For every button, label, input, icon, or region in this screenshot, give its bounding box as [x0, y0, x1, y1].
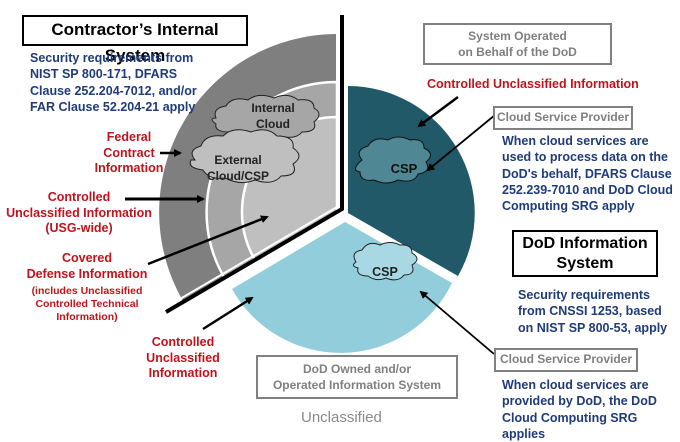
label-cdi-note: (includes Unclassified Controlled Techni…	[25, 285, 149, 324]
box-line: Operated Information System	[258, 378, 456, 394]
text-line: When cloud services are	[502, 133, 673, 149]
box-line: System Operated	[425, 29, 610, 45]
cloud-internal-label-1: Internal	[251, 101, 294, 115]
classification-marking: Unclassified	[301, 409, 382, 426]
csp-box-dod: Cloud Service Provider	[494, 348, 638, 372]
cloud-csp-dod: CSP	[353, 243, 417, 280]
requirement-line: Clause 252.204-7012, and/or	[30, 83, 197, 99]
label-line: Contract	[90, 146, 168, 162]
label-federal-contract-information: Federal Contract Information	[90, 130, 168, 177]
label-line: Information	[116, 366, 250, 382]
text-line: from CNSSI 1253, based	[518, 303, 667, 319]
text-line: Security requirements	[518, 287, 667, 303]
csp-operated-description: When cloud services are used to process …	[502, 133, 673, 214]
text-line: provided by DoD, the DoD	[502, 393, 680, 409]
label-line: Controlled Technical	[25, 298, 149, 311]
text-line: on NIST SP 800-53, apply	[518, 320, 667, 336]
cloud-external-label-1: External	[214, 153, 261, 167]
text-line: 252.239-7010 and DoD Cloud	[502, 182, 673, 198]
contractor-title-box: Contractor’s Internal System	[22, 15, 248, 46]
requirement-line: NIST SP 800-171, DFARS	[30, 66, 197, 82]
operated-on-behalf-box: System Operated on Behalf of the DoD	[423, 23, 612, 65]
label-line: Unclassified Information	[6, 206, 152, 222]
arrow-cui-dod-owned	[203, 298, 252, 329]
label-line: Federal	[90, 130, 168, 146]
box-line: System	[514, 254, 656, 274]
text-line: Computing SRG apply	[502, 198, 673, 214]
text-line: Cloud Computing SRG applies	[502, 410, 680, 442]
label-line: Covered	[25, 251, 149, 267]
csp-box-operated: Cloud Service Provider	[493, 106, 633, 130]
requirement-line: Security requirements from	[30, 50, 197, 66]
cloud-internal-label-2: Cloud	[256, 117, 290, 131]
dod-owned-box: DoD Owned and/or Operated Information Sy…	[256, 355, 458, 399]
cloud-external-label-2: Cloud/CSP	[207, 169, 269, 183]
label-cui-operated-on-behalf: Controlled Unclassified Information	[427, 77, 639, 93]
label-line: Information	[90, 161, 168, 177]
label-text: Controlled Unclassified Information	[427, 77, 639, 91]
text-line: used to process data on the	[502, 149, 673, 165]
text-line: When cloud services are	[502, 377, 680, 393]
cloud-csp-operated-label: CSP	[391, 161, 418, 176]
box-line: on Behalf of the DoD	[425, 45, 610, 61]
label-covered-defense-information: Covered Defense Information	[25, 251, 149, 282]
csp-dod-description: When cloud services are provided by DoD,…	[502, 377, 680, 442]
arrow-csp-dod	[421, 292, 494, 354]
box-text: Cloud Service Provider	[500, 352, 632, 366]
label-line: Defense Information	[25, 267, 149, 283]
label-line: (USG-wide)	[6, 221, 152, 237]
arrow-cui-operated	[419, 97, 458, 126]
label-cui-dod-owned: Controlled Unclassified Information	[116, 335, 250, 382]
box-line: DoD Owned and/or	[258, 362, 456, 378]
label-line: (includes Unclassified	[25, 285, 149, 298]
box-line: DoD Information	[514, 234, 656, 254]
label-line: Information)	[25, 311, 149, 324]
dod-information-system-box: DoD Information System	[512, 230, 658, 277]
requirement-line: FAR Clause 52.204-21 apply	[30, 99, 197, 115]
label-line: Controlled	[6, 190, 152, 206]
label-cui-usg-wide: Controlled Unclassified Information (USG…	[6, 190, 152, 237]
label-line: Controlled Unclassified	[116, 335, 250, 366]
cloud-csp-dod-label: CSP	[372, 265, 398, 279]
text-line: DoD's behalf, DFARS Clause	[502, 166, 673, 182]
contractor-requirements: Security requirements from NIST SP 800-1…	[30, 50, 197, 115]
box-text: Cloud Service Provider	[497, 110, 629, 124]
classification-text: Unclassified	[301, 409, 382, 426]
dod-system-requirements: Security requirements from CNSSI 1253, b…	[518, 287, 667, 336]
